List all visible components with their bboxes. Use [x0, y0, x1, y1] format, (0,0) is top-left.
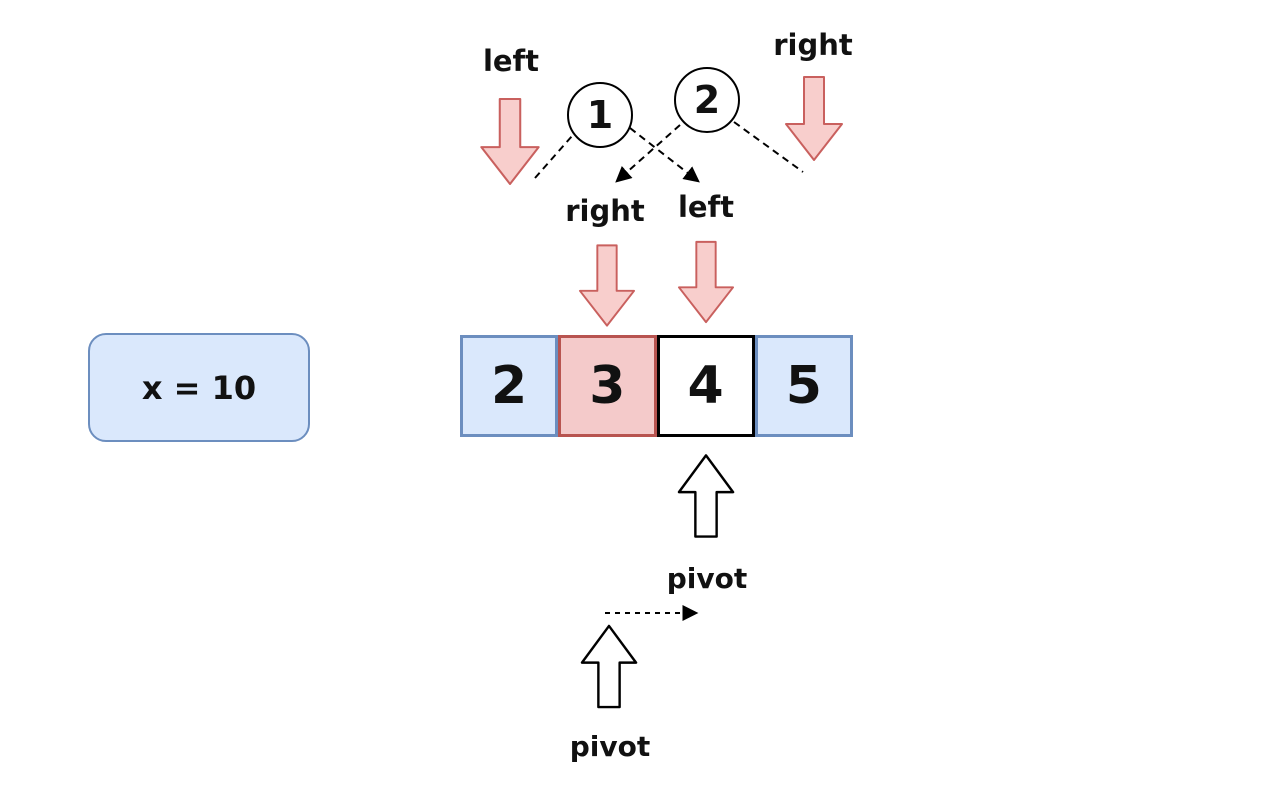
pivot-new-label: pivot: [666, 562, 748, 595]
step-circle-1-number: 1: [586, 93, 614, 137]
left-pointer-down-arrow-icon: [480, 98, 540, 185]
array-cell-2: 4: [656, 335, 755, 437]
array: 2 3 4 5: [460, 335, 853, 437]
variable-box-text: x = 10: [141, 368, 257, 407]
pivot-old-label: pivot: [569, 730, 651, 763]
top-left-pointer-label: left: [482, 44, 540, 78]
array-cell-0-value: 2: [491, 356, 528, 416]
dashed-link-circle1-to-left: [629, 127, 700, 183]
moved-left-pointer-label: left: [677, 190, 735, 224]
array-cell-3: 5: [754, 335, 853, 437]
step-circle-2-number: 2: [693, 78, 721, 122]
pivot-old-up-arrow-icon: [580, 624, 638, 709]
moved-left-pointer-down-arrow-icon: [677, 240, 735, 324]
step-circle-1: 1: [567, 82, 633, 148]
array-cell-0: 2: [460, 335, 559, 437]
top-right-pointer-label: right: [773, 28, 853, 62]
moved-right-pointer-label: right: [565, 194, 645, 228]
array-cell-2-value: 4: [687, 356, 724, 416]
dashed-link-circle2-to-rightarrow: [733, 121, 804, 173]
moved-right-pointer-down-arrow-icon: [578, 244, 636, 327]
array-cell-1: 3: [558, 335, 657, 437]
array-cell-3-value: 5: [785, 356, 822, 416]
step-circle-2: 2: [674, 67, 740, 133]
dashed-link-leftarrow-to-circle1: [534, 135, 573, 179]
array-cell-1-value: 3: [589, 356, 626, 416]
dashed-link-circle2-to-right: [615, 124, 681, 183]
variable-box: x = 10: [88, 333, 310, 442]
pivot-new-up-arrow-icon: [677, 454, 735, 538]
right-pointer-down-arrow-icon: [785, 76, 843, 161]
